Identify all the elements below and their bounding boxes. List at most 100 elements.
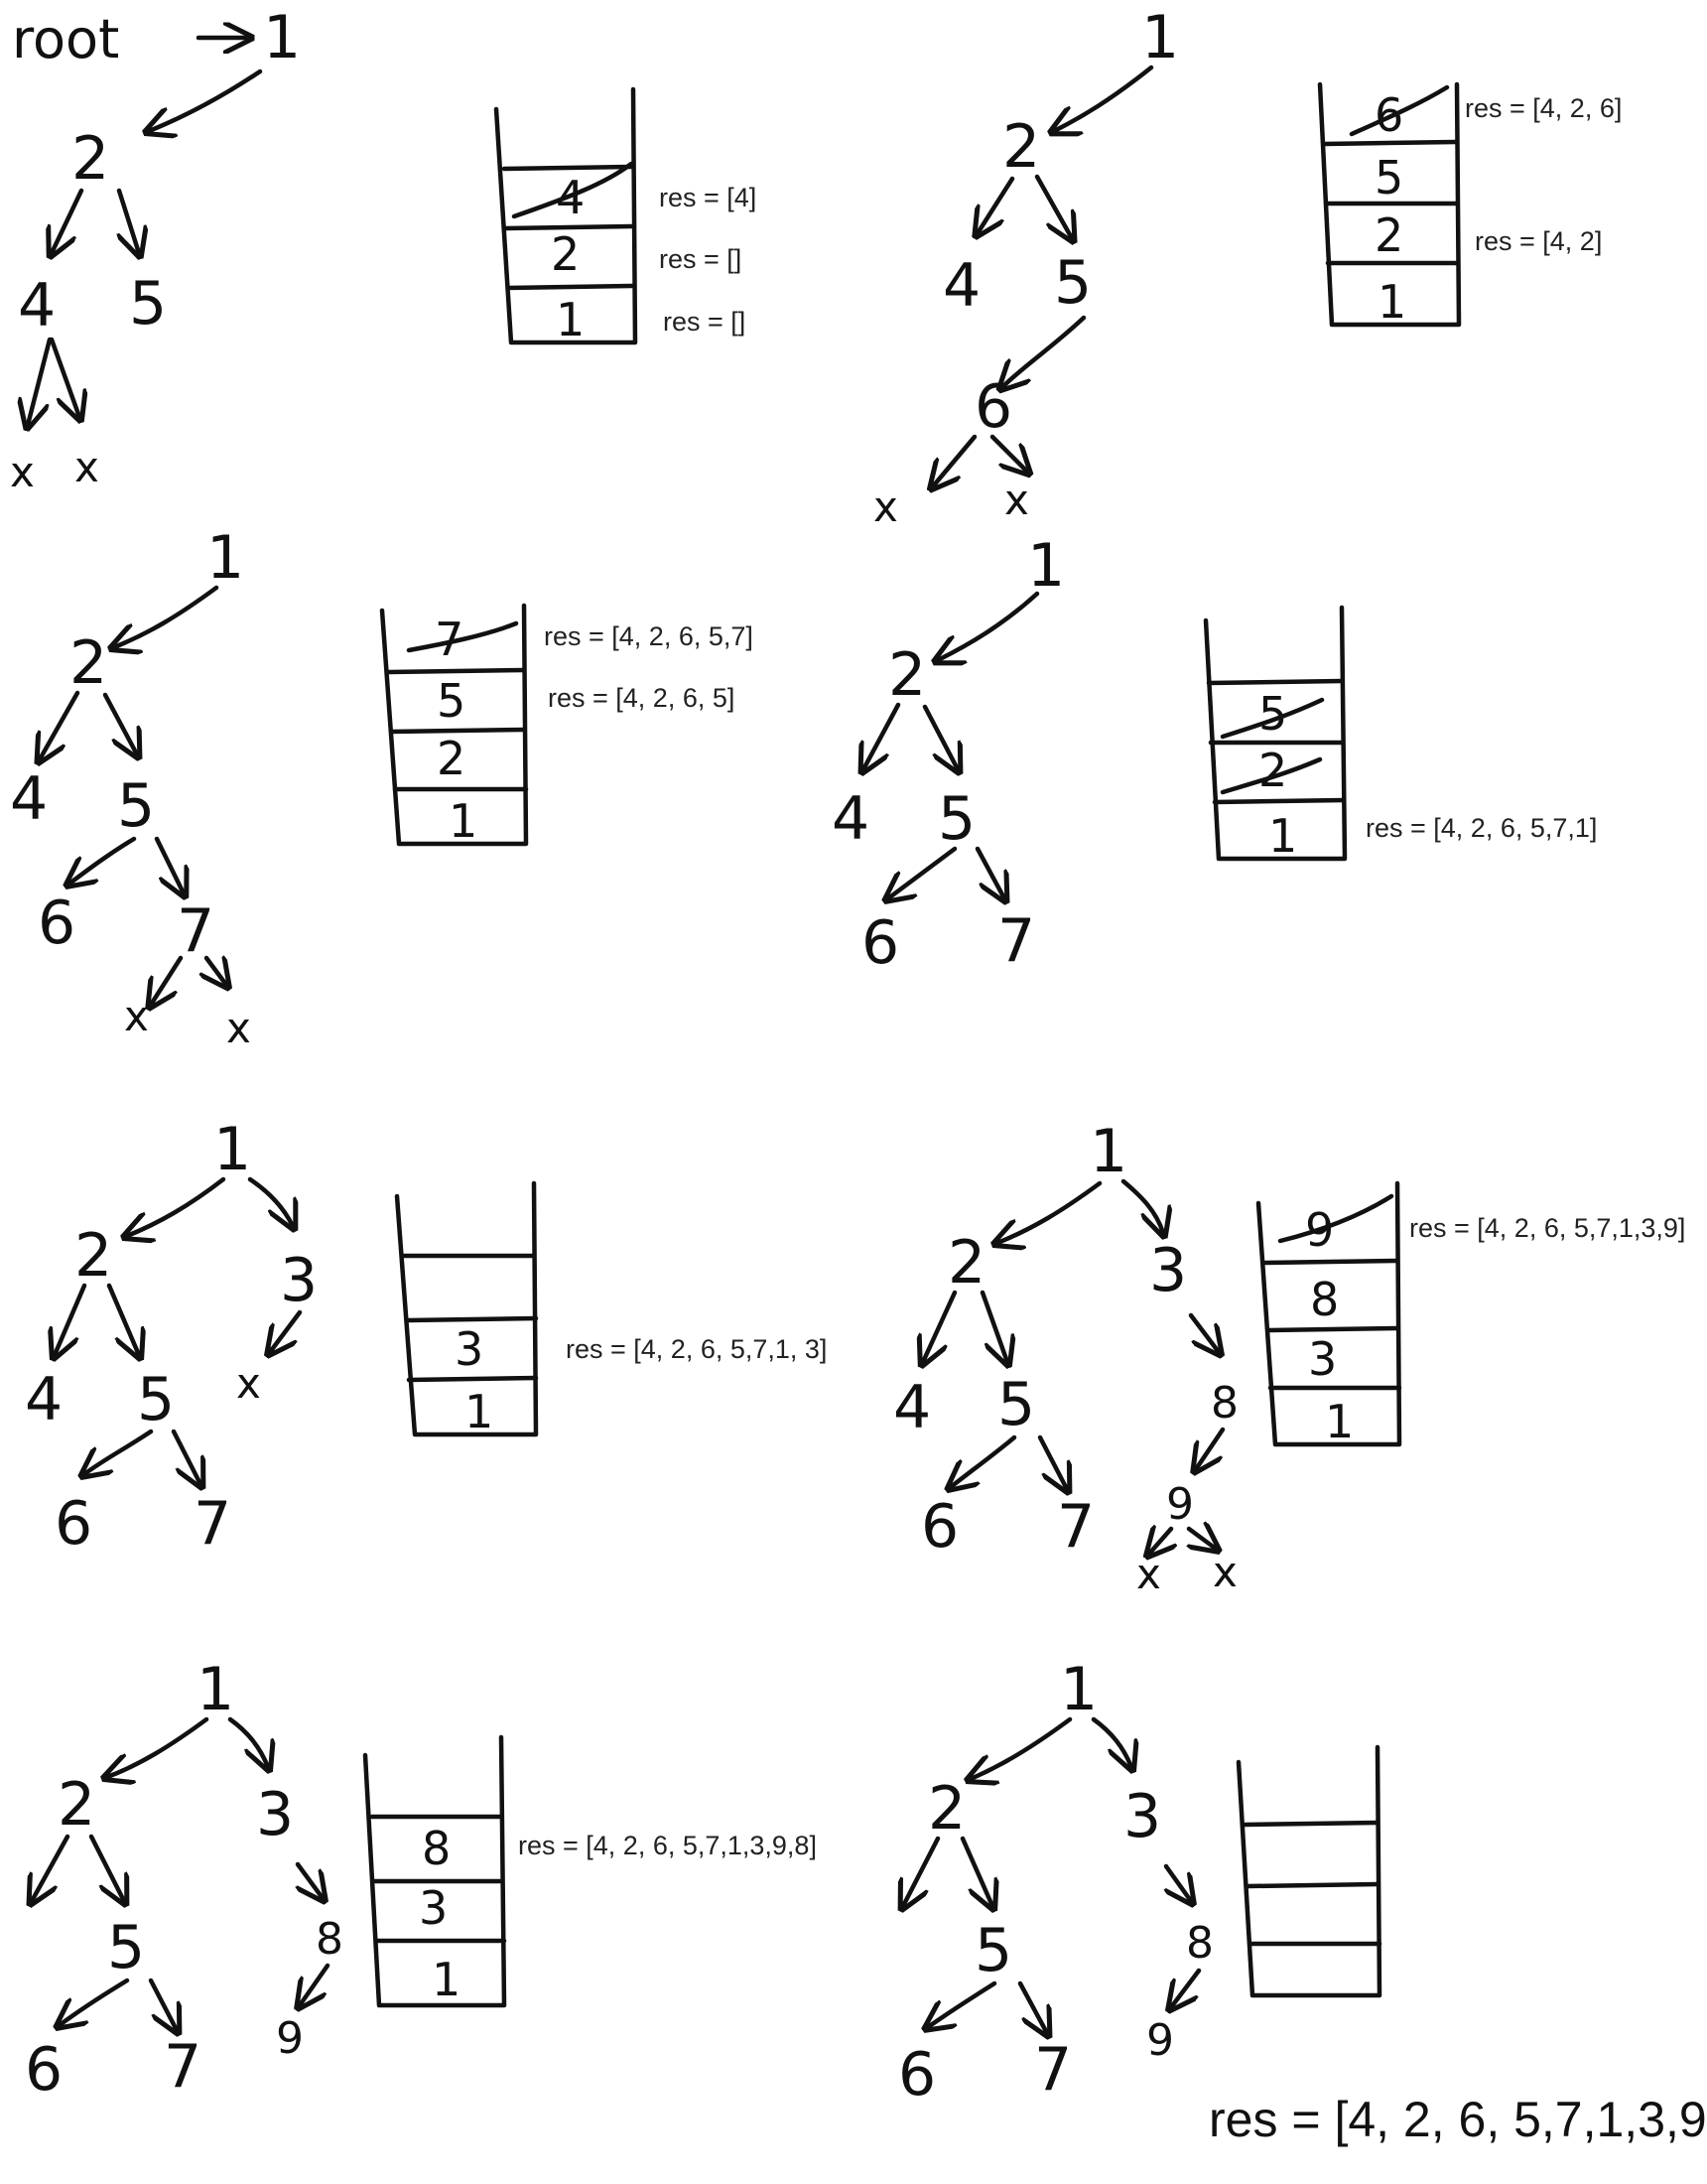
tree-node: 1	[263, 3, 301, 72]
tree-node: 1	[1090, 1117, 1127, 1186]
panel-6: 1 2 3 4 5 8 6 7 9 x x 1 3 8 9 res = [4, …	[893, 1117, 1685, 1598]
tree-edge	[1002, 315, 1087, 387]
panel-3: 1 2 4 5 6 7 x x 1 2 5 7 res = [4, 2, 6, …	[10, 523, 753, 1052]
tree-node: 2	[74, 1221, 112, 1291]
panel-5: 1 2 3 x 4 5 6 7 1 3 res = [4, 2, 6, 5,7,…	[25, 1115, 827, 1559]
tree-node: 1	[213, 1115, 251, 1184]
tree-node: 4	[25, 1365, 63, 1434]
tree-node: 7	[164, 2032, 201, 2102]
null-marker: x	[1136, 1550, 1161, 1598]
tree-node: 5	[117, 771, 155, 841]
stack-container	[493, 86, 638, 345]
tree-node: 7	[1034, 2035, 1072, 2105]
panel-4: 1 2 4 5 6 7 1 2 5 res = [4, 2, 6, 5,7,1]	[832, 531, 1597, 978]
tree-edge	[84, 1429, 154, 1474]
res-annotation: res = [4, 2, 6]	[1465, 93, 1622, 123]
tree-edge	[88, 1834, 124, 1901]
tree-node: 6	[975, 372, 1012, 442]
tree-edge	[40, 690, 80, 759]
tree-node: 4	[943, 251, 981, 321]
tree-edge	[989, 434, 1027, 472]
tree-node: 5	[997, 1370, 1035, 1439]
strike-line	[1220, 756, 1323, 795]
stack-item: 1	[1378, 275, 1406, 329]
strike-line	[406, 620, 519, 653]
stack-divider	[406, 1375, 539, 1383]
tree-edge	[975, 846, 1004, 898]
stack-divider	[386, 667, 527, 675]
tree-edge	[1034, 174, 1072, 238]
tree-node: 4	[832, 784, 869, 854]
stack-divider	[503, 223, 634, 231]
tree-edge	[1196, 1427, 1226, 1469]
tree-edge	[903, 1836, 941, 1906]
tree-edge	[1188, 1312, 1219, 1352]
tree-edge	[55, 1283, 87, 1355]
tree-edge	[863, 702, 901, 769]
tree-node: 9	[1166, 1479, 1194, 1530]
tree-node: 6	[25, 2035, 63, 2105]
stack-divider	[404, 1315, 539, 1323]
stack-item: 3	[1308, 1332, 1337, 1386]
strike-line	[1220, 697, 1325, 740]
stack-item: 2	[551, 227, 580, 281]
tree-node: 8	[1186, 1918, 1214, 1969]
stack-item: 5	[437, 674, 465, 728]
res-annotation: res = [4]	[659, 183, 756, 212]
null-marker: x	[1004, 476, 1029, 524]
panel-8: 1 2 3 5 8 6 7 9 res = [4, 2, 6, 5,7,1,3,…	[898, 1655, 1707, 2147]
tree-node: 9	[1146, 2015, 1174, 2066]
tree-edge	[1149, 1529, 1171, 1554]
res-annotation: res = [4, 2, 6, 5,7,1, 3]	[566, 1334, 827, 1364]
stack-item: 2	[1375, 208, 1403, 262]
tree-node: 6	[55, 1489, 92, 1559]
tree-edge	[997, 1180, 1103, 1243]
tree-edge	[227, 1716, 268, 1767]
tree-edge	[206, 958, 226, 985]
tree-edge	[32, 1834, 70, 1901]
stack-divider	[1322, 139, 1459, 147]
stack-item: 3	[419, 1881, 448, 1935]
tree-edge	[1037, 1434, 1067, 1489]
tree-edge	[1120, 1178, 1163, 1233]
root-label: root	[12, 8, 119, 70]
tree-node: 7	[1057, 1492, 1095, 1562]
tree-node: 8	[1211, 1378, 1239, 1429]
tree-edge	[60, 1978, 130, 2025]
stack-item: 1	[449, 794, 477, 848]
tree-edge	[28, 337, 53, 425]
tree-edge	[951, 1434, 1017, 1487]
tree-edge	[106, 1283, 139, 1355]
tree-edge	[1091, 1716, 1131, 1767]
tree-edge	[49, 337, 79, 417]
tree-edge	[102, 692, 137, 754]
strike-line	[1277, 1193, 1394, 1244]
tree-edge	[1054, 65, 1154, 131]
tree-edge	[300, 1963, 330, 2005]
stack-container	[394, 1180, 539, 1437]
tree-node: 4	[10, 764, 48, 834]
tree-node: 3	[256, 1780, 294, 1849]
stack-divider	[1246, 1881, 1380, 1889]
tree-node: 6	[861, 908, 899, 978]
tree-node: 1	[1141, 3, 1179, 72]
stack-item: 1	[556, 293, 585, 346]
stack-divider	[1265, 1325, 1400, 1333]
tree-node: 2	[948, 1228, 985, 1297]
res-annotation: res = [4, 2, 6, 5,7,1,3,9]	[1409, 1213, 1685, 1243]
tree-edge	[171, 1429, 200, 1484]
tree-edge	[938, 591, 1040, 660]
tree-edge	[1166, 1863, 1191, 1901]
tree-node: 2	[58, 1770, 95, 1840]
stack-container	[1255, 1180, 1402, 1447]
null-marker: x	[124, 992, 149, 1040]
tree-node: 1	[197, 1655, 234, 1724]
stack-container	[362, 1734, 507, 2008]
stack-divider	[389, 727, 527, 735]
stack-divider	[1262, 1258, 1400, 1266]
stack-divider	[505, 283, 636, 291]
tree-node: 7	[194, 1489, 231, 1559]
tree-edge	[114, 585, 219, 647]
